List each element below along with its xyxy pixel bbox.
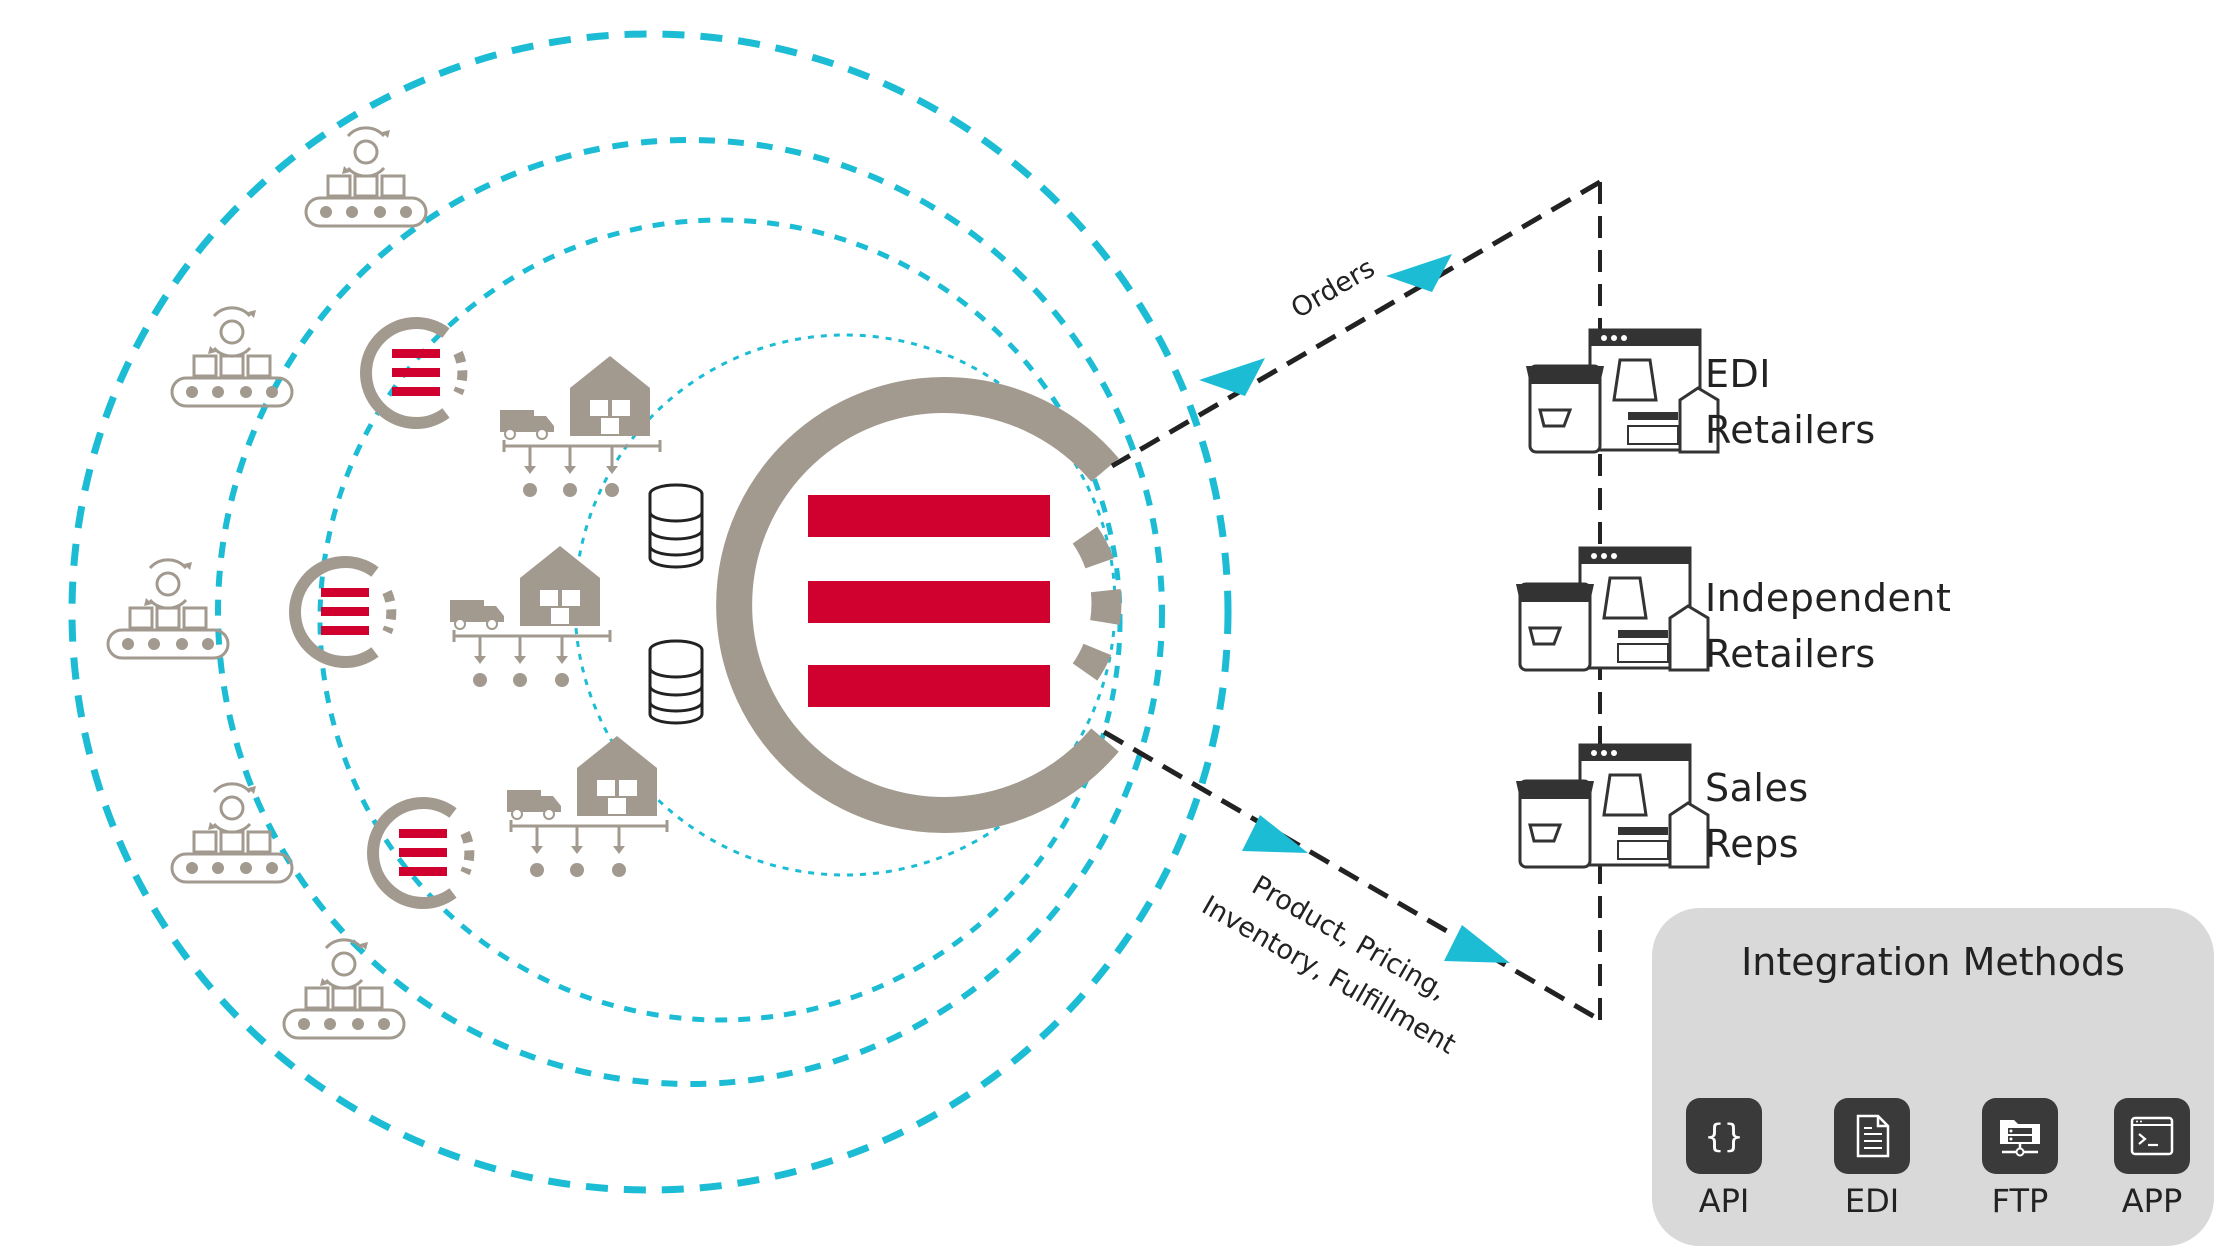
method-api[interactable]: {} API	[1676, 1098, 1772, 1220]
product-arrow	[1102, 729, 1602, 1023]
manufacturing-conveyor-icon	[282, 938, 406, 1040]
warehouse-truck-icon	[498, 354, 662, 499]
document-icon	[1834, 1098, 1910, 1174]
warehouse-truck-icon	[505, 734, 669, 879]
method-label: API	[1698, 1182, 1750, 1220]
storefront-icon	[1514, 546, 1710, 672]
method-ftp[interactable]: FTP	[1972, 1098, 2068, 1220]
mini-logo-icon	[295, 562, 391, 662]
edi-retailers-label: EDI Retailers	[1705, 346, 1876, 458]
curly-braces-icon: {}	[1686, 1098, 1762, 1174]
manufacturing-conveyor-icon	[170, 306, 294, 408]
method-edi[interactable]: EDI	[1824, 1098, 1920, 1220]
middle-ring	[215, 137, 1165, 1087]
logo-bar-middle	[808, 581, 1050, 623]
retailer-line2: Retailers	[1705, 632, 1876, 676]
terminal-icon	[2114, 1098, 2190, 1174]
folder-server-icon	[1982, 1098, 2058, 1174]
integration-methods-panel: Integration Methods {} API EDI FTP APP	[1652, 908, 2214, 1246]
independent-retailers-label: Independent Retailers	[1705, 570, 1951, 682]
main-logo	[716, 377, 1122, 833]
manufacturing-conveyor-icon	[304, 126, 428, 228]
outer-ring	[68, 30, 1232, 1194]
storefront-icon	[1514, 743, 1710, 869]
retailer-line1: Independent	[1705, 576, 1952, 620]
mini-logo-icon	[373, 803, 469, 903]
method-app[interactable]: APP	[2104, 1098, 2200, 1220]
sales-reps-label: Sales Reps	[1705, 760, 1809, 872]
retailer-line2: Retailers	[1705, 408, 1876, 452]
method-label: FTP	[1991, 1182, 2049, 1220]
svg-text:{}: {}	[1705, 1117, 1744, 1155]
logo-bar-top	[808, 495, 1050, 537]
warehouse-truck-icon	[448, 544, 612, 689]
mini-logo-icon	[366, 323, 462, 423]
retailer-line1: Sales	[1705, 766, 1809, 810]
method-label: APP	[2121, 1182, 2183, 1220]
storefront-icon	[1524, 328, 1720, 454]
retailer-line2: Reps	[1705, 822, 1799, 866]
manufacturing-conveyor-icon	[106, 558, 230, 660]
retailer-line1: EDI	[1705, 352, 1771, 396]
integration-title: Integration Methods	[1741, 940, 2125, 984]
method-label: EDI	[1844, 1182, 1900, 1220]
logo-bar-bottom	[808, 665, 1050, 707]
database-icon	[648, 639, 704, 725]
database-icon	[648, 483, 704, 569]
